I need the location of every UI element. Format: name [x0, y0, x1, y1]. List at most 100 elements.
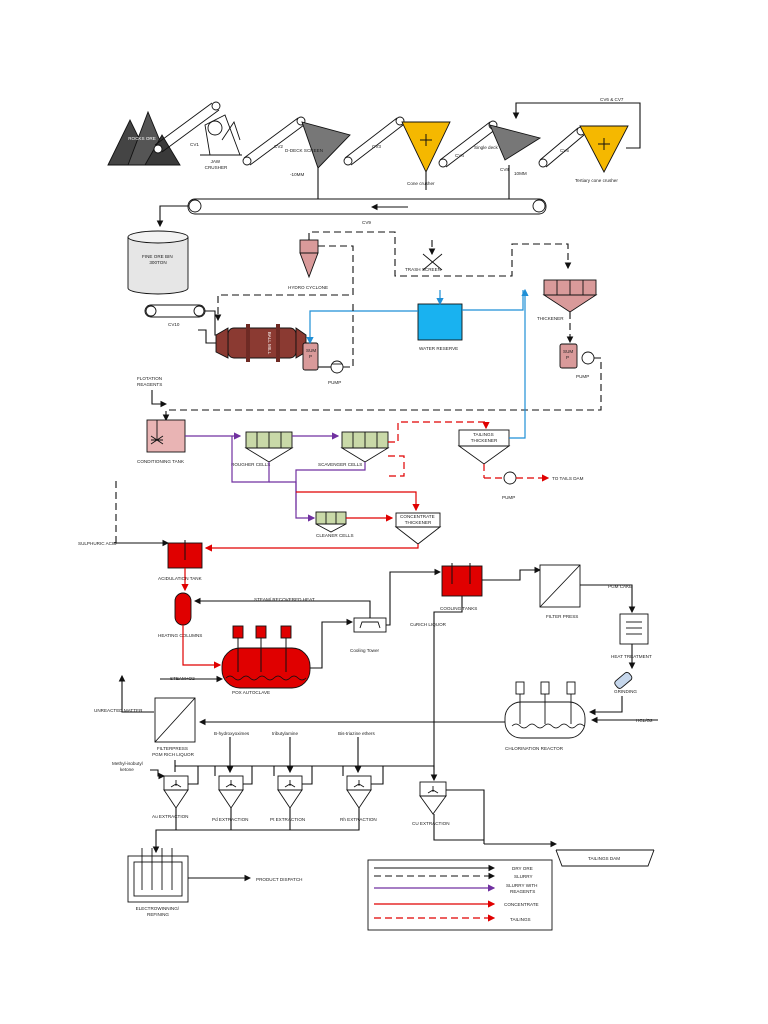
- conditioning-tank: CONDITIONING TANK: [137, 419, 186, 464]
- legend-tailings-label: TAILINGS: [510, 917, 531, 922]
- cv8-label: CV8: [500, 167, 509, 172]
- au-extraction-unit: Au EXTRACTION: [152, 775, 189, 819]
- fine-ore-bin: FINE ORE BIN 300TON: [127, 230, 189, 295]
- grinding-label: GRINDING: [614, 689, 637, 694]
- conveyor-cv4: CV4: [438, 120, 498, 168]
- conveyor-cv1: CV1: [153, 101, 221, 154]
- reagents-feed-line: [151, 390, 168, 408]
- water-to-sump-line: [306, 310, 418, 345]
- cv4-label: CV4: [455, 153, 464, 158]
- pump-1-to-cyclone-line: [343, 300, 354, 368]
- cooling-tower: Cooling Tower: [350, 617, 387, 653]
- reagent-au-label: Methyl-isobutyl ketone: [112, 761, 144, 772]
- pump-3-label: PUMP: [502, 495, 515, 500]
- cleaner-cells: CLEANER CELLS: [315, 511, 354, 538]
- mill-feed-chute: [198, 329, 216, 344]
- heating-columns-label: HEATING COLUMNS: [158, 633, 202, 638]
- sulphuric-acid-label: SULPHURIC ACID: [78, 541, 117, 546]
- jaw-crusher-label: JAW CRUSHER: [205, 159, 228, 170]
- tailings-thickener-label: TAILINGS THICKENER: [471, 432, 498, 443]
- extraction-product-header: [175, 808, 360, 831]
- rougher-cells: ROUGHER CELLS: [231, 431, 294, 467]
- jaw-crusher: JAW CRUSHER: [200, 114, 242, 170]
- acidulation-tank-label: ACIDULATION TANK: [158, 576, 203, 581]
- steam-recovered-heat-label: STEAM/ RECOVERED HEAT: [254, 597, 315, 602]
- cooling-tower-label: Cooling Tower: [350, 648, 379, 653]
- tertiary-cone-label: Tertiary cone crusher: [575, 178, 618, 183]
- pox-autoclave: POX AUTOCLAVE: [221, 625, 311, 695]
- cyclone-underflow-line: [214, 245, 354, 322]
- cooling-tanks-label: COOLING TANKS: [440, 606, 477, 611]
- cv2-label: CV2: [274, 144, 283, 149]
- filter-press-1: FILTER PRESS: [539, 564, 581, 619]
- pump-2-label: PUMP: [576, 374, 589, 379]
- cv9-to-bin-line: [156, 205, 188, 228]
- cu-extraction-label: CU EXTRACTION: [412, 821, 450, 826]
- pump-1-label: PUMP: [328, 380, 341, 385]
- rom-ore-pile: ROCKS ORE: [107, 110, 181, 166]
- au-raffinate-line: [188, 766, 199, 785]
- pox-autoclave-label: POX AUTOCLAVE: [232, 690, 270, 695]
- rougher-cells-label: ROUGHER CELLS: [231, 462, 270, 467]
- reagent-au-line-1: Methyl-isobutyl: [112, 761, 143, 766]
- product-dispatch-label: PRODUCT DISPATCH: [256, 877, 302, 882]
- conveyor-cv10: CV10: [144, 304, 206, 327]
- electrowinning-cell: ELECTROWINNING/ REFINING: [127, 848, 189, 917]
- conveyor-cv2: CV2: [242, 116, 306, 166]
- fine-ore-bin-line-1: FINE ORE BIN: [142, 254, 173, 259]
- acidulation-tank: ACIDULATION TANK: [158, 540, 203, 581]
- chlorination-reactor-label: CHLORINATION REACTOR: [505, 746, 564, 751]
- rh-extraction-label: Rh EXTRACTION: [340, 817, 377, 822]
- pt-extraction-label: Pt EXTRACTION: [270, 817, 305, 822]
- water-reserve-label: WATER RESERVE: [419, 346, 458, 351]
- sump-2: SUM P: [559, 343, 578, 369]
- trash-screen: TRASH SCREEN: [405, 253, 443, 272]
- legend-concentrate-label: CONCENTRATE: [504, 902, 539, 907]
- tailings-thickener-line-1: TAILINGS: [473, 432, 494, 437]
- hydrocyclone: HYDRO CYCLONE: [288, 239, 328, 290]
- thickener-water-return: [462, 290, 524, 311]
- cyclone-overflow-line: [308, 231, 572, 277]
- cooling-tanks-to-filterpress-line: [482, 566, 542, 581]
- sump-1: SUM P: [302, 342, 319, 371]
- filter-press-1-label: FILTER PRESS: [546, 614, 578, 619]
- rougher-to-cleaner-line: [269, 481, 316, 522]
- legend-slurry-reagents-label: SLURRY WITH REAGENTS: [506, 883, 539, 894]
- heating-columns: HEATING COLUMNS: [158, 592, 202, 638]
- pump-3: PUMP: [502, 471, 517, 500]
- cv5-label: CV5: [560, 148, 569, 153]
- scavenger-conc-line: [295, 462, 366, 510]
- cu-extraction-out-line: [433, 814, 484, 841]
- cleaner-tails-line: [296, 491, 420, 512]
- conveyor-cv3: CV3: [343, 116, 405, 166]
- tertiary-cone-crusher: Tertiary cone crusher: [575, 125, 629, 183]
- tailings-thickener: TAILINGS THICKENER: [457, 429, 511, 465]
- pump-2-to-conditioning-line: [162, 357, 602, 422]
- ddeck-screen-label: D-DECK SCREEN: [285, 148, 323, 153]
- rom-ore-label: ROCKS ORE: [128, 136, 156, 141]
- concentrate-thickener-line-2: THICKENER: [405, 520, 432, 525]
- sump-2-line-1: SUM: [563, 349, 573, 354]
- cleaner-cells-label: CLEANER CELLS: [316, 533, 354, 538]
- concentrate-thickener-line-1: CONCENTRATE: [400, 514, 435, 519]
- thickener-label: THICKENER: [537, 316, 564, 321]
- rougher-recycle-line: [231, 436, 270, 483]
- reagent-pt-label: tributylamine: [272, 731, 298, 736]
- cone-crusher-label: Cone crusher: [407, 181, 435, 186]
- pgm-cake-line: [580, 584, 636, 614]
- pt-raffinate-line: [302, 766, 313, 785]
- pgm-cake-label: PGM CAKE: [608, 584, 632, 589]
- sump-2-label: SUM P: [563, 349, 575, 360]
- thickener: THICKENER: [537, 279, 598, 321]
- tailings-dam-label: TAILINGS DAM: [588, 856, 620, 861]
- legend-slurry-label: SLURRY: [514, 874, 533, 879]
- cv1-label: CV1: [190, 142, 199, 147]
- legend: DRY ORE SLURRY SLURRY WITH REAGENTS CONC…: [367, 859, 553, 931]
- chlorination-reactor: CHLORINATION REACTOR: [504, 681, 586, 751]
- cv6-cv7-return-line: [512, 102, 641, 149]
- au-extraction-label: Au EXTRACTION: [152, 814, 189, 819]
- sump-1-line-1: SUM: [306, 348, 316, 353]
- cv6-cv7-label: CV6 & CV7: [600, 97, 624, 102]
- scavenger-tails-loop: [388, 455, 405, 477]
- cv9-label: CV9: [362, 220, 371, 225]
